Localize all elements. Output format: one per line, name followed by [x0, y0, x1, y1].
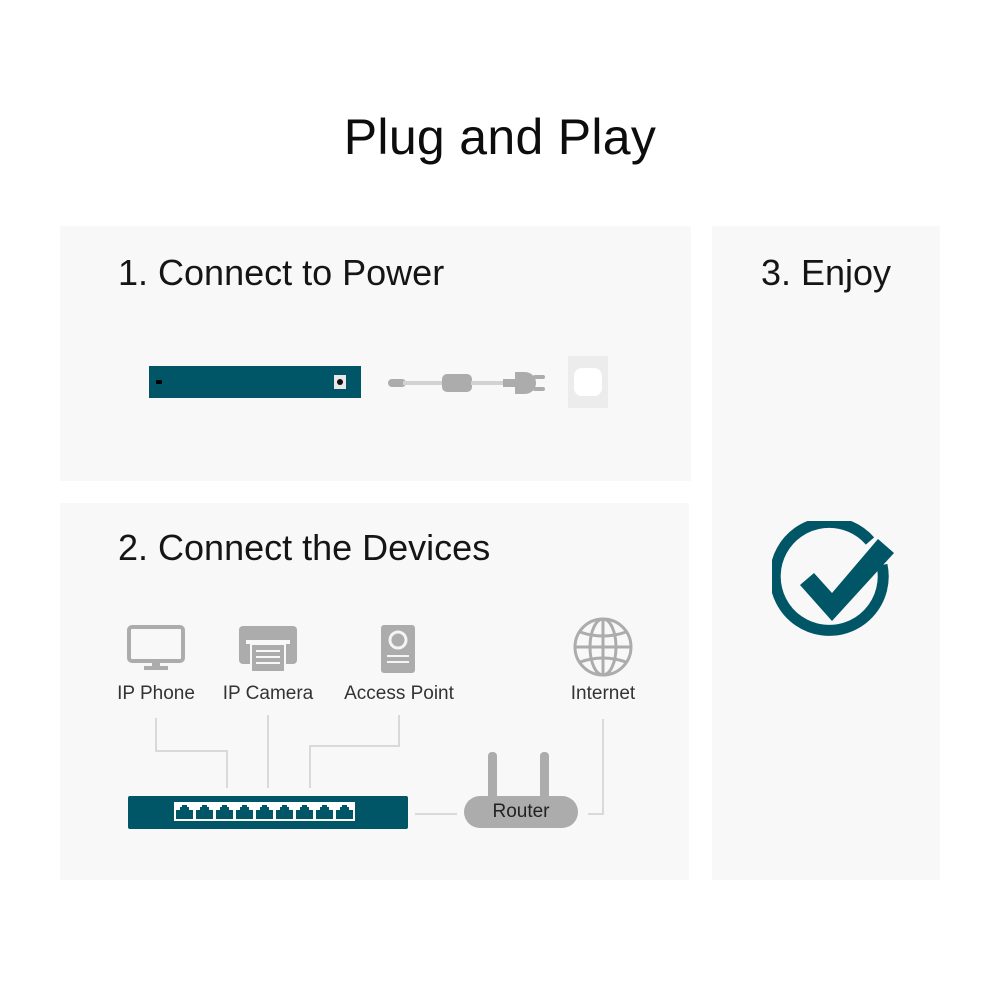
step-2-title: 2. Connect the Devices — [118, 527, 491, 568]
cable-line — [602, 719, 604, 815]
step-connect-devices-panel: 2. Connect the Devices IP Phone IP Camer… — [60, 503, 689, 880]
cable-line — [309, 745, 400, 747]
check-circle-icon — [772, 521, 894, 636]
cable-line — [398, 715, 400, 747]
port-row — [174, 802, 355, 821]
ethernet-port-icon — [276, 805, 293, 819]
ethernet-port-icon — [296, 805, 313, 819]
cable-line — [155, 718, 157, 752]
switch-slot — [156, 380, 162, 384]
cable-line — [267, 715, 269, 788]
power-jack — [334, 375, 346, 389]
power-adapter-icon — [388, 372, 545, 394]
router-antenna — [488, 752, 497, 804]
ethernet-port-icon — [256, 805, 273, 819]
router-antenna — [540, 752, 549, 804]
ethernet-port-icon — [196, 805, 213, 819]
device-label-internet: Internet — [570, 683, 636, 704]
globe-icon — [573, 617, 633, 677]
printer-icon — [239, 626, 297, 673]
step-connect-power-panel: 1. Connect to Power — [60, 226, 691, 481]
monitor-icon — [127, 625, 185, 670]
router-label: Router — [464, 796, 578, 828]
step-3-title: 3. Enjoy — [760, 252, 892, 293]
access-point-icon — [381, 625, 415, 673]
device-label-ip-phone: IP Phone — [117, 683, 195, 704]
cable-line — [155, 750, 228, 752]
ethernet-port-icon — [176, 805, 193, 819]
ethernet-port-icon — [336, 805, 353, 819]
device-label-access-point: Access Point — [344, 683, 454, 704]
ethernet-port-icon — [236, 805, 253, 819]
switch-rear-image — [149, 366, 361, 398]
cable-line — [415, 813, 457, 815]
cable-line — [588, 813, 604, 815]
switch-front-image — [128, 796, 408, 829]
cable-line — [226, 750, 228, 788]
step-enjoy-panel: 3. Enjoy — [712, 226, 940, 880]
page-title: Plug and Play — [343, 109, 657, 165]
ethernet-port-icon — [316, 805, 333, 819]
device-label-ip-camera: IP Camera — [222, 683, 314, 704]
cable-line — [309, 745, 311, 788]
wall-outlet-icon — [568, 356, 608, 408]
ethernet-port-icon — [216, 805, 233, 819]
step-1-title: 1. Connect to Power — [118, 252, 445, 293]
